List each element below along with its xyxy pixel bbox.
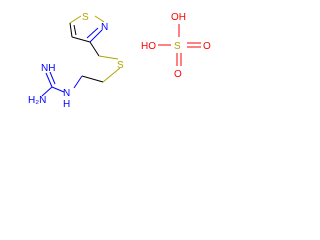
isothiazole-ring xyxy=(69,15,105,43)
bond-c3-n2-double xyxy=(86,27,99,39)
imine-label: NH xyxy=(41,63,55,74)
bond-s1-n2 xyxy=(94,15,105,23)
acid-sulfur-label: S xyxy=(174,41,181,52)
bond-c5-c4 xyxy=(69,22,73,38)
ring-nitrogen-label: N xyxy=(101,22,108,33)
bond-c5-c4-double xyxy=(73,24,77,36)
thioether-chain xyxy=(73,41,121,89)
bond-s-ch2 xyxy=(102,67,121,83)
guanidine-group xyxy=(41,71,65,97)
bond-nh-c xyxy=(51,86,65,93)
bond-c-imine-double xyxy=(49,71,56,85)
secondary-hydrogen-label: H xyxy=(63,99,70,110)
amine-label: H₂N xyxy=(28,95,46,106)
acid-hydroxyl-left-label: HO xyxy=(141,41,156,52)
bond-ch2-nh xyxy=(73,75,83,89)
bond-c4-c3 xyxy=(71,36,91,43)
bond-c3-n2 xyxy=(89,29,103,43)
thioether-sulfur-label: S xyxy=(117,60,124,71)
bond-c-imine xyxy=(45,72,53,88)
secondary-nitrogen-label: N xyxy=(63,88,70,99)
acid-hydroxyl-top-label: OH xyxy=(171,12,186,23)
ring-sulfur-label: S xyxy=(82,12,89,23)
acid-oxygen-right-label: O xyxy=(203,41,211,52)
bond-c-amine xyxy=(41,86,53,97)
bond-s1-c5 xyxy=(69,15,82,24)
structure-canvas: S N S NH H₂N N H HO S OH O O xyxy=(28,12,211,110)
sulfuric-acid xyxy=(158,24,201,66)
bond-ch2-ch2 xyxy=(81,75,104,83)
bond-c3-ch2 xyxy=(89,41,100,57)
bond-ch2-s xyxy=(98,55,119,60)
acid-oxygen-bottom-label: O xyxy=(174,69,182,80)
